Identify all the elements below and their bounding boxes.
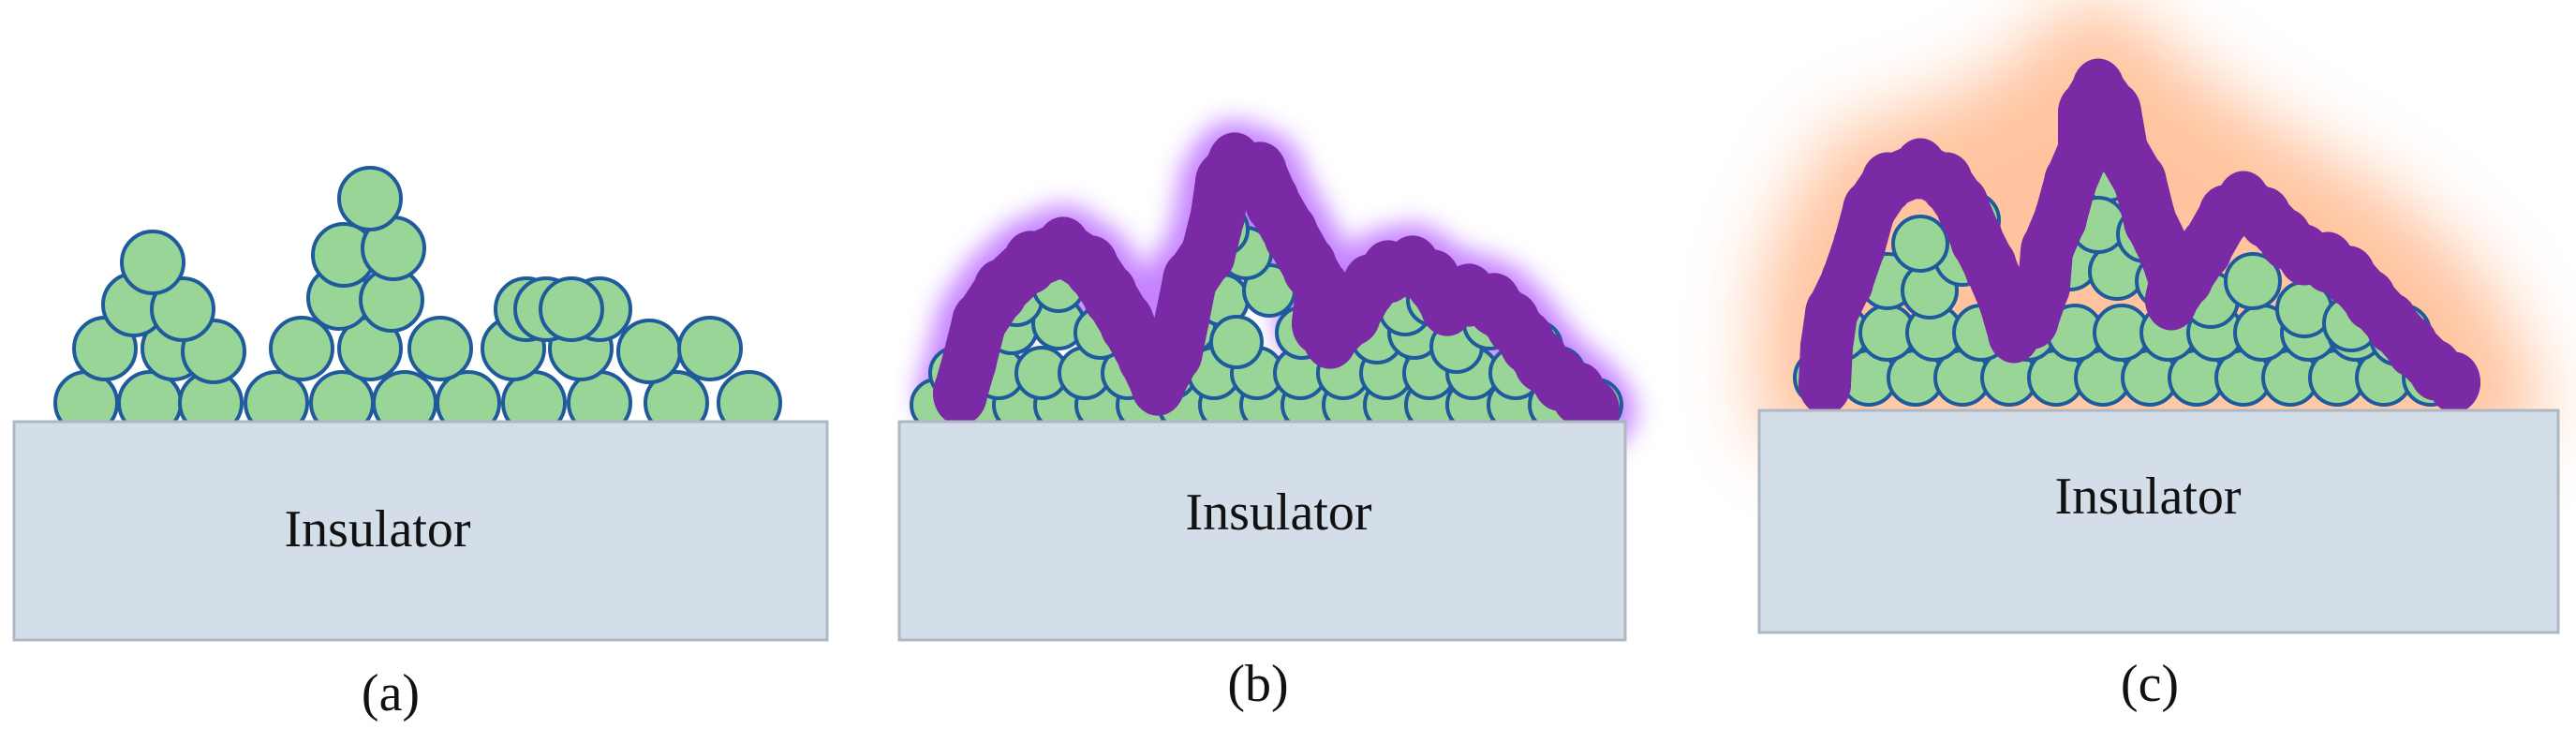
particle <box>1891 215 1949 273</box>
particle <box>407 316 473 381</box>
caption-b: (b) <box>1227 655 1288 713</box>
particle <box>2224 252 2282 310</box>
insulator-label-a: Insulator <box>284 500 470 558</box>
particle <box>616 319 682 384</box>
coating-particle <box>1565 379 1620 424</box>
particle <box>677 316 743 381</box>
particle <box>539 276 604 342</box>
coating-particle <box>2428 351 2480 410</box>
panel-b: Insulator (b) <box>897 121 1636 713</box>
panel-a: Insulator (a) <box>12 166 829 722</box>
insulator-a <box>12 420 829 642</box>
insulator-label-c: Insulator <box>2054 468 2241 526</box>
particle <box>150 276 215 342</box>
coating-c <box>1799 58 2480 410</box>
particle <box>269 316 334 381</box>
insulator-label-b: Insulator <box>1185 484 1371 542</box>
caption-a: (a) <box>362 664 420 722</box>
particles-a <box>53 166 782 436</box>
panel-c: Insulator (c) <box>1756 0 2560 713</box>
particle <box>120 230 185 295</box>
particle <box>337 166 403 231</box>
coating-b <box>933 132 1620 424</box>
particle <box>1209 315 1264 369</box>
insulator-b <box>897 420 1627 642</box>
caption-c: (c) <box>2121 655 2179 713</box>
insulator-c <box>1757 409 2560 634</box>
